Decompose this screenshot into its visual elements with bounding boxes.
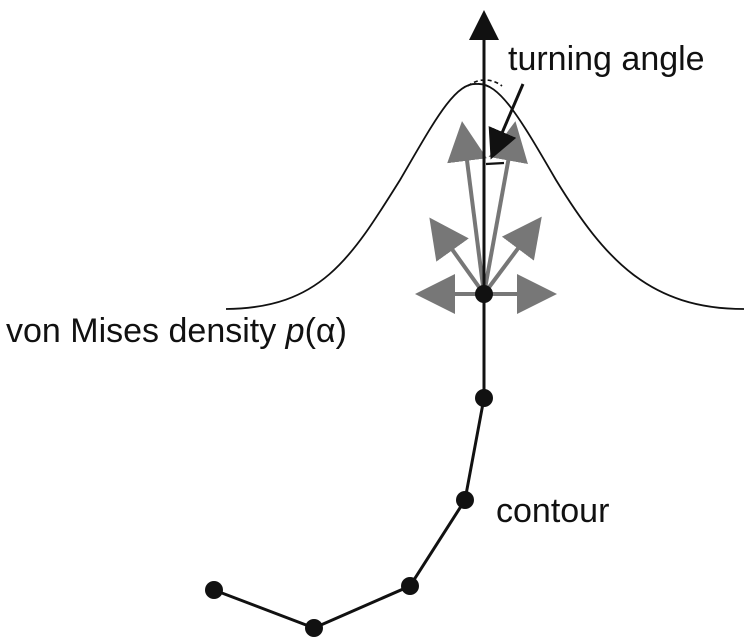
proposal-arrow-upper-left bbox=[447, 121, 487, 295]
density-label-prefix: von Mises density bbox=[6, 312, 286, 350]
proposal-arrow-lower-right bbox=[482, 216, 542, 296]
contour-polyline bbox=[213, 294, 486, 630]
contour-label: contour bbox=[496, 492, 610, 530]
proposal-arrow-upper-right bbox=[482, 121, 528, 295]
density-function-argument: (α) bbox=[304, 312, 347, 350]
turning-angle-marker bbox=[485, 161, 505, 166]
proposal-arrow-lower-left bbox=[429, 217, 486, 296]
von-mises-density-curve bbox=[225, 83, 745, 310]
contour-node bbox=[205, 581, 223, 599]
density-curve-dashed-peak bbox=[467, 79, 503, 87]
current-contour-node bbox=[475, 285, 493, 303]
contour-node bbox=[305, 619, 323, 637]
contour-node bbox=[456, 491, 474, 509]
contour-node bbox=[475, 389, 493, 407]
proposal-arrows bbox=[415, 121, 557, 314]
von-mises-density-label: von Mises density p(α) bbox=[6, 314, 347, 348]
turning-angle-label: turning angle bbox=[508, 40, 705, 78]
density-function-variable: p bbox=[285, 312, 305, 350]
contour-nodes bbox=[205, 285, 493, 637]
contour-node bbox=[401, 577, 419, 595]
turning-angle-pointer bbox=[488, 83, 525, 160]
